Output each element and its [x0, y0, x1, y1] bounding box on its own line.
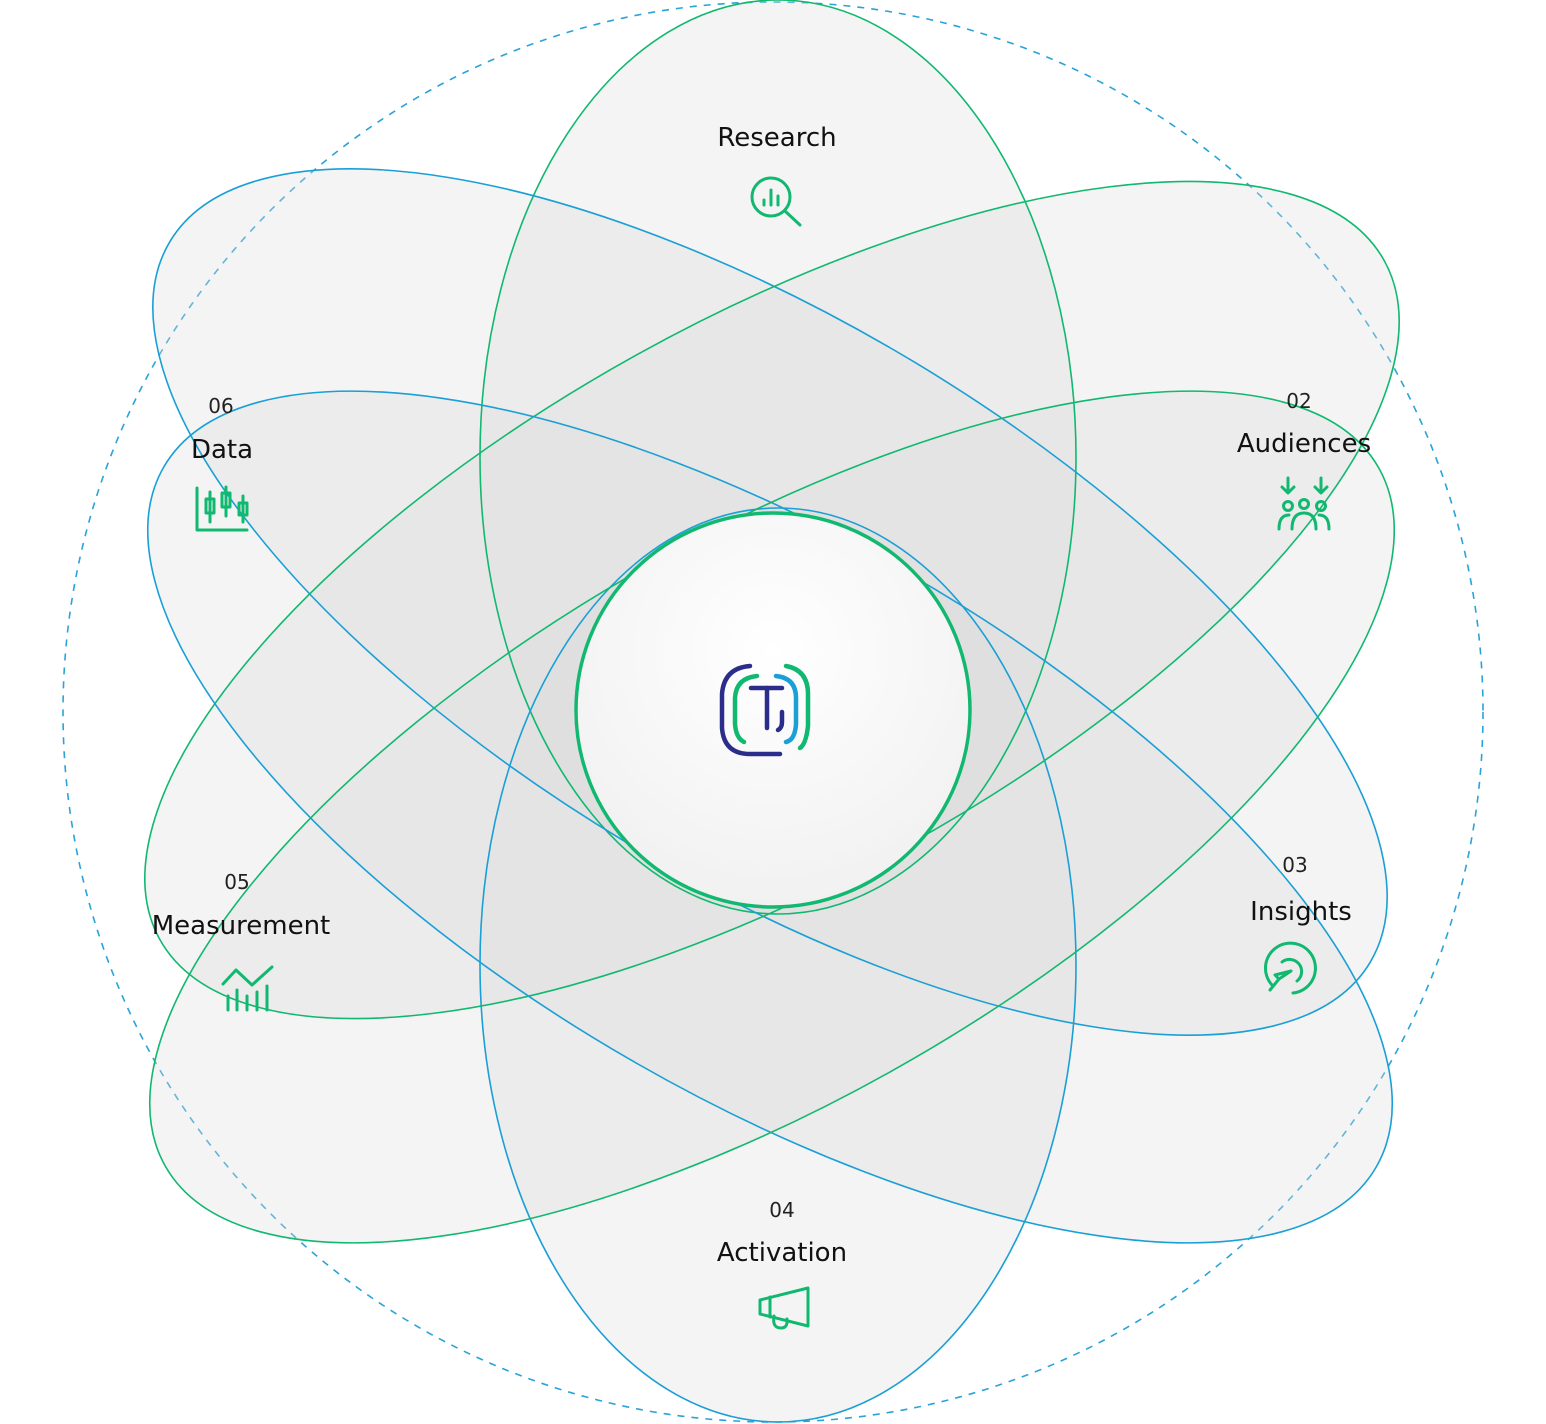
segment-research[interactable]: Research [717, 123, 837, 227]
segment-insights[interactable]: 03 Insights [1250, 853, 1352, 995]
line-bar-chart-icon [221, 965, 274, 1012]
segment-number: 04 [769, 1198, 794, 1222]
segment-label: Activation [717, 1238, 847, 1268]
segment-activation[interactable]: 04 Activation [717, 1198, 847, 1330]
magnifier-chart-icon [750, 176, 802, 227]
tj-logo-icon [719, 663, 811, 757]
segment-label: Data [191, 435, 253, 465]
outer-dashed-circle [62, 1, 1484, 1423]
segment-number: 02 [1286, 389, 1311, 413]
segment-number: 05 [224, 870, 249, 894]
center-circle [574, 511, 972, 909]
segment-number: 03 [1282, 853, 1307, 877]
segment-label: Research [717, 123, 836, 153]
segment-measurement[interactable]: 05 Measurement [152, 870, 331, 1012]
petal-activation-outline [479, 507, 1077, 1423]
segment-data[interactable]: 06 Data [191, 394, 253, 532]
petal-research-outline [479, 0, 1077, 915]
candlestick-chart-icon [195, 485, 249, 532]
segment-label: Insights [1250, 897, 1352, 927]
segment-label: Audiences [1237, 429, 1371, 459]
segment-label: Measurement [152, 911, 331, 941]
segment-number: 06 [208, 394, 233, 418]
segment-audiences[interactable]: 02 Audiences [1237, 389, 1371, 531]
target-cursor-icon [1264, 941, 1317, 995]
megaphone-icon [758, 1286, 810, 1330]
people-arrows-icon [1277, 476, 1331, 531]
